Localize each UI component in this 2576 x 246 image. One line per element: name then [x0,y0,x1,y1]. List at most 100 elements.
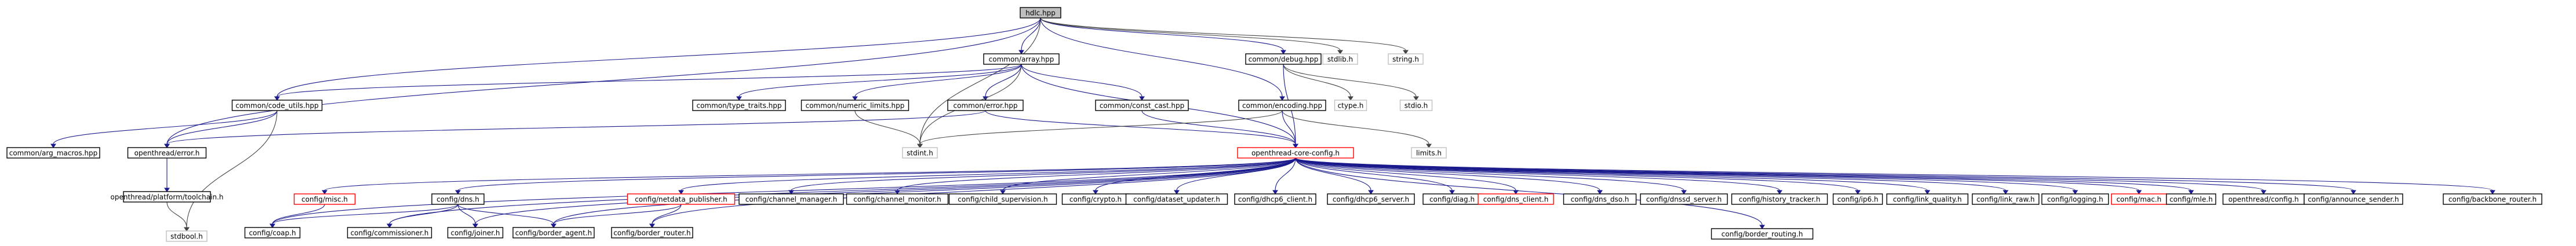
node-box [1711,228,1814,240]
edge-core-config-to-dhcp6-client [1272,157,1296,194]
node-dhcp6-server[interactable]: config/dhcp6_server.h [1327,193,1415,205]
edge-core-config-to-announce-sender [1295,157,2356,194]
node-label: openthread/config.h [2228,196,2298,204]
edge-arrowhead [472,223,478,228]
node-array[interactable]: common/array.hpp [983,53,1060,65]
edge-arrowhead [322,190,328,194]
node-box [512,227,595,238]
node-commissioner[interactable]: config/commissioner.h [347,227,432,238]
edge-hdlc-to-stdlib [1040,17,1343,54]
node-dns[interactable]: config/dns.h [431,193,485,205]
edge-line [1141,110,1296,145]
edge-arrowhead [2188,190,2194,194]
node-misc[interactable]: config/misc.h [293,193,356,205]
node-channel-manager[interactable]: config/channel_manager.h [738,193,844,205]
node-joiner[interactable]: config/joiner.h [447,227,504,238]
node-announce-sender[interactable]: config/announce_sender.h [2304,193,2403,205]
node-label: limits.h [1416,149,1442,157]
node-box [127,147,207,159]
edge-hdlc-to-encoding [1040,17,1285,101]
node-border-agent[interactable]: config/border_agent.h [512,227,595,238]
node-label: config/dnssd_server.h [1646,196,1722,204]
node-core-config[interactable]: openthread-core-config.h [1237,147,1354,159]
node-debug[interactable]: common/debug.hpp [1245,53,1322,65]
node-numeric-limits[interactable]: common/numeric_limits.hpp [801,100,909,111]
node-ot-config[interactable]: openthread/config.h [2222,193,2305,205]
node-link-quality[interactable]: config/link_quality.h [1886,193,1969,205]
node-const-cast[interactable]: common/const_cast.hpp [1095,100,1189,111]
node-label: openthread/platform/toolchain.h [111,193,224,201]
edge-arrowhead [184,227,190,232]
node-label: stdint.h [907,149,933,157]
edge-arrowhead [2072,190,2078,194]
edge-numeric-limits-to-stdint [854,110,923,148]
edge-line [1295,157,2076,191]
edge-core-config-to-link-quality [1295,157,1930,194]
edge-line [1295,157,2354,191]
node-box [1327,193,1415,205]
node-error-hpp[interactable]: common/error.hpp [947,100,1024,111]
node-label: common/const_cast.hpp [1100,102,1184,110]
edge-dns-to-border-agent [457,204,556,228]
node-history-tracker[interactable]: config/history_tracker.h [1731,193,1828,205]
edge-line [276,17,1041,97]
node-label: hdlc.hpp [1025,9,1056,17]
node-encoding[interactable]: common/encoding.hpp [1238,100,1326,111]
edge-core-config-to-netdata-pub [678,157,1296,194]
node-stdio: stdio.h [1399,100,1433,111]
edge-core-config-to-history-tracker [1295,157,1782,194]
node-box [1020,7,1061,19]
node-box [293,193,356,205]
edge-arrowhead [649,223,655,228]
node-mle[interactable]: config/mle.h [2166,193,2217,205]
edge-arrowhead [2136,190,2142,194]
node-ot-error[interactable]: openthread/error.h [127,147,207,159]
node-type-traits[interactable]: common/type_traits.hpp [692,100,786,111]
edge-line [457,204,554,225]
edge-arrowhead [917,144,923,148]
node-child-supervision[interactable]: config/child_supervision.h [948,193,1057,205]
edge-arrowhead [387,223,392,228]
node-label: config/link_raw.h [1977,196,2035,204]
node-label: common/encoding.hpp [1242,102,1322,110]
node-link-raw[interactable]: config/link_raw.h [1971,193,2040,205]
node-logging[interactable]: config/logging.h [2041,193,2109,205]
node-box [166,230,208,242]
node-backbone-router[interactable]: config/backbone_router.h [2443,193,2542,205]
edge-arrowhead [2261,190,2266,194]
node-label: config/diag.h [1429,196,1475,204]
node-dnssd-server[interactable]: config/dnssd_server.h [1640,193,1728,205]
node-diag[interactable]: config/diag.h [1422,193,1482,205]
node-hdlc[interactable]: hdlc.hpp [1020,7,1061,19]
edge-line [1295,157,1780,191]
node-label: config/dhcp6_client.h [1238,196,1312,204]
node-channel-monitor[interactable]: config/channel_monitor.h [846,193,949,205]
node-label: string.h [1392,56,1419,64]
edge-core-config-to-channel-monitor [894,157,1296,194]
node-dhcp6-client[interactable]: config/dhcp6_client.h [1234,193,1316,205]
node-dns-client[interactable]: config/dns_client.h [1478,193,1554,205]
edge-line [389,204,459,225]
node-crypto[interactable]: config/crypto.h [1061,193,1130,205]
node-arg-macros[interactable]: common/arg_macros.hpp [6,147,100,159]
edge-arrowhead [2490,190,2495,194]
node-code-utils[interactable]: common/code_utils.hpp [231,100,323,111]
node-dns-dso[interactable]: config/dns_dso.h [1563,193,1637,205]
node-label: common/error.hpp [954,102,1018,110]
edge-arrowhead [736,96,742,101]
node-dataset-updater[interactable]: config/dataset_updater.h [1125,193,1228,205]
node-netdata-pub[interactable]: config/netdata_publisher.h [627,193,736,205]
node-ip6[interactable]: config/ip6.h [1832,193,1883,205]
edge-hdlc-to-string [1040,17,1409,54]
node-mac[interactable]: config/mac.h [2111,193,2167,205]
edge-encoding-to-limits [1282,110,1432,148]
edge-line [1295,157,1684,191]
edge-line [1295,157,2264,191]
node-border-routing[interactable]: config/border_routing.h [1711,228,1814,240]
node-coap[interactable]: config/coap.h [244,227,301,238]
node-toolchain[interactable]: openthread/platform/toolchain.h [111,191,224,203]
node-border-router[interactable]: config/border_router.h [611,227,693,238]
edge-arrowhead [1280,50,1286,54]
edge-line [1295,157,2493,191]
node-box [2041,193,2109,205]
